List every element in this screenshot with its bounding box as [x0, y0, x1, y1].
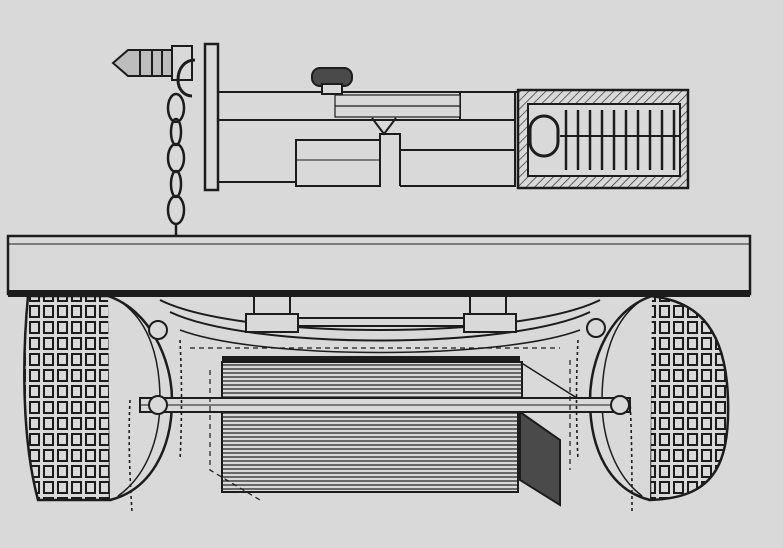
axle-rod	[139, 395, 631, 415]
spring-clamp-left	[245, 295, 299, 333]
leaf-spring-suspension	[159, 299, 601, 354]
spring-housing	[516, 88, 690, 190]
wheel-chains	[128, 339, 633, 515]
coil-spring	[564, 110, 676, 170]
spring-clamp-right	[463, 295, 517, 333]
graduated-scale	[334, 94, 461, 118]
differential-housing	[221, 356, 581, 507]
hitch-pin-tip	[111, 45, 193, 81]
safety-chain	[166, 92, 186, 236]
mounting-plate	[203, 42, 220, 192]
tow-hitch-assembly	[111, 42, 690, 236]
chain-hook	[176, 58, 196, 98]
truck-bed-beam	[6, 234, 752, 297]
adjustment-knob	[311, 67, 353, 95]
hitch-slider-block	[295, 139, 381, 187]
hidden-lines	[190, 347, 571, 501]
left-wheel	[23, 294, 174, 502]
